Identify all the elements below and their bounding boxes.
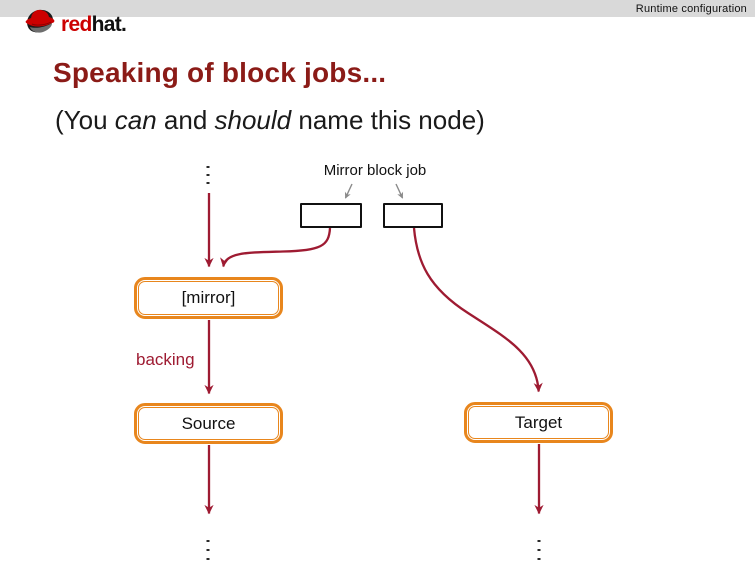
arrow-jobbox-left-to-mirror (220, 227, 332, 268)
redhat-wordmark: redhat. (61, 13, 127, 36)
wordmark-red: red (61, 13, 92, 36)
subtitle-emphasis-can: can (114, 105, 157, 135)
ellipsis-top (206, 166, 210, 184)
job-box-left (300, 203, 362, 228)
ellipsis-bottom-source (206, 540, 210, 560)
redhat-fedora-icon (25, 9, 55, 33)
node-source: Source (134, 403, 283, 444)
mirror-block-job-label: Mirror block job (323, 162, 427, 179)
node-mirror: [mirror] (134, 277, 283, 319)
label-pointer-left-icon (344, 183, 353, 199)
node-mirror-label: [mirror] (181, 288, 236, 307)
subtitle-emphasis-should: should (214, 105, 292, 135)
redhat-logo: redhat. (22, 5, 127, 37)
subtitle-text: and (156, 105, 215, 135)
node-target-label: Target (514, 412, 563, 432)
label-pointer-right-icon (395, 183, 404, 199)
backing-edge-label: backing (136, 350, 195, 369)
node-target: Target (464, 402, 613, 443)
wordmark-hat: hat. (91, 13, 127, 36)
subtitle-text: (You (55, 105, 115, 135)
slide-subtitle: (You can and should name this node) (55, 105, 485, 136)
node-source-label: Source (181, 413, 236, 433)
header-section-title: Runtime configuration (635, 2, 747, 15)
slide-title: Speaking of block jobs... (53, 57, 387, 88)
ellipsis-bottom-target (537, 540, 541, 560)
subtitle-text: name this node) (291, 105, 485, 135)
header-bar: Runtime configuration (0, 0, 755, 17)
job-box-right (383, 203, 443, 228)
arrow-jobbox-right-to-target (412, 227, 543, 393)
